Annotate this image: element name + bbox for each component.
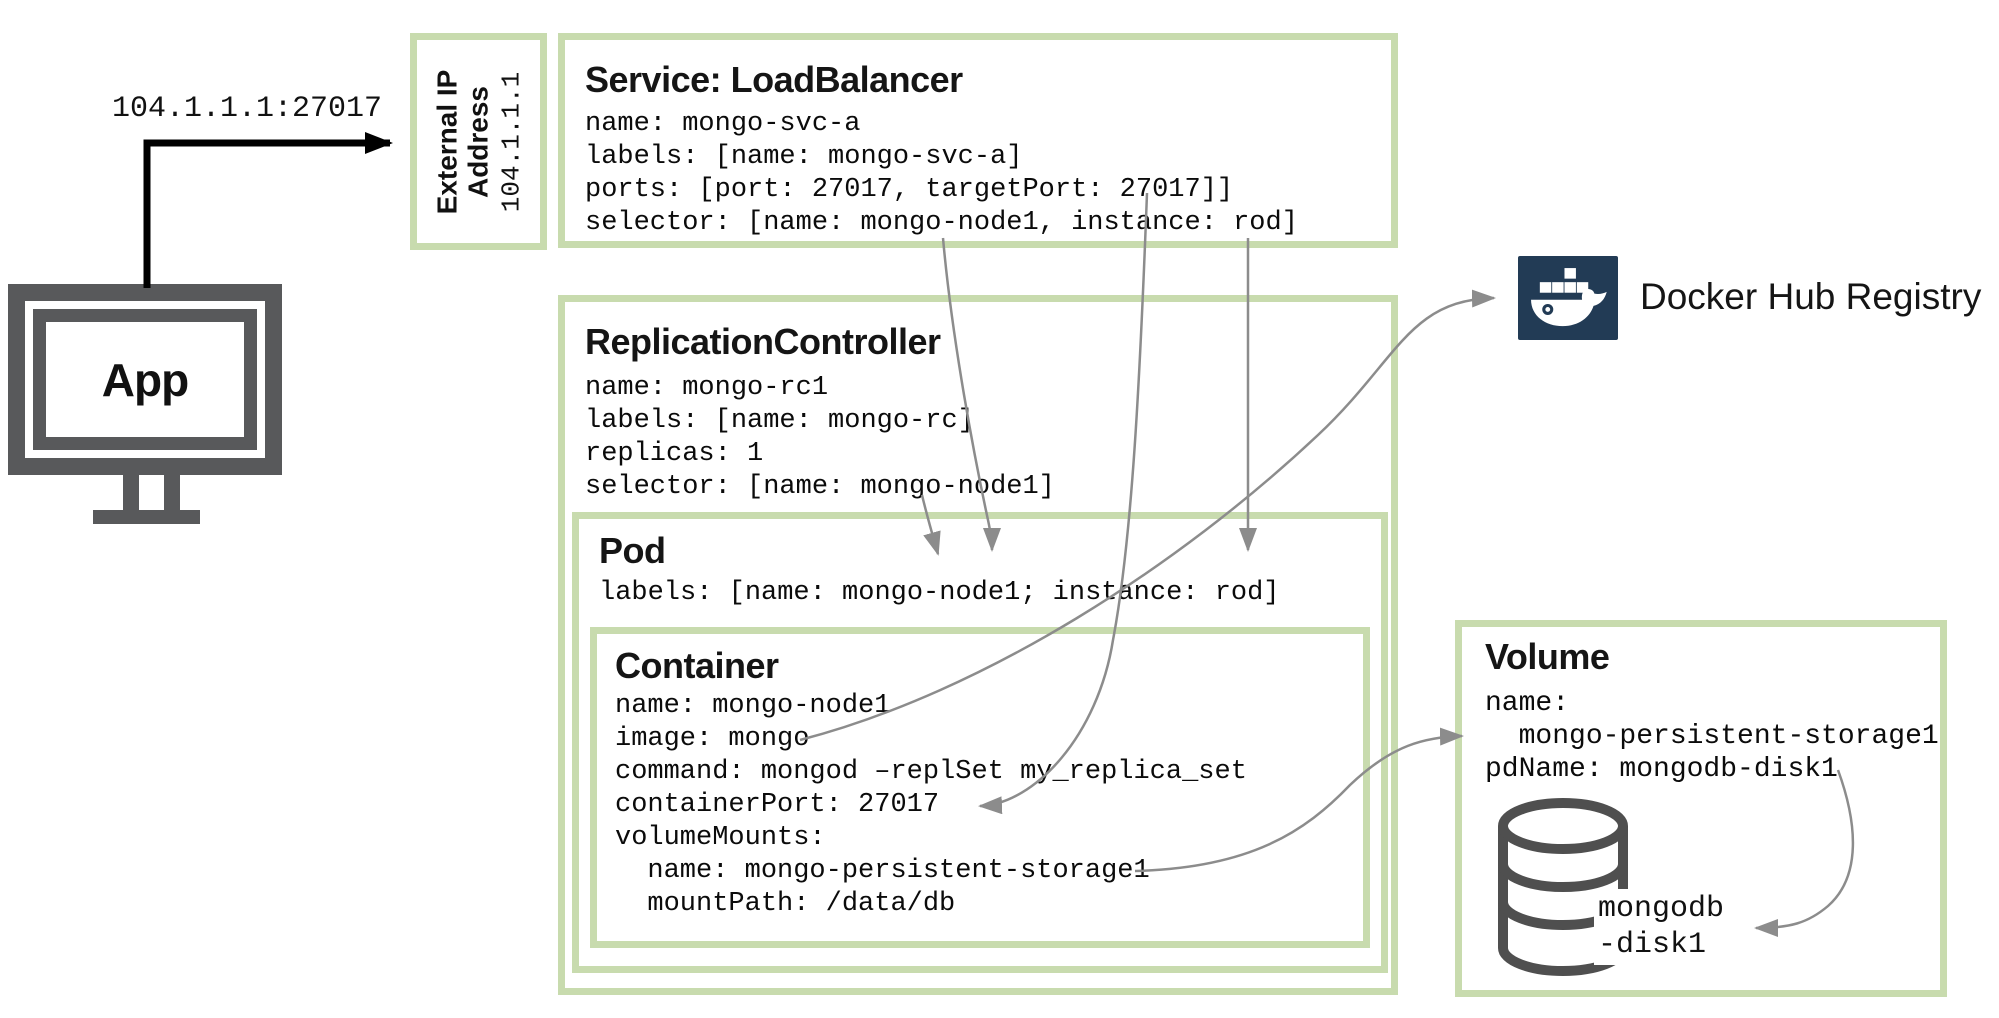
pod-title: Pod <box>599 530 666 571</box>
container-title: Container <box>615 645 779 686</box>
app-label: App <box>101 353 189 406</box>
rc-line-selector: selector: [name: mongo-node1] <box>585 471 1055 502</box>
external-ip-box: External IP Address 104.1.1.1 <box>410 33 547 250</box>
service-line-name: name: mongo-svc-a <box>585 108 861 139</box>
container-line-command: command: mongod –replSet my_replica_set <box>615 756 1247 787</box>
rc-title: ReplicationController <box>585 321 941 362</box>
connector-app-to-external-ip <box>143 132 393 288</box>
container-line-volume-name: name: mongo-persistent-storage1 <box>615 855 1150 886</box>
external-ip-port-label: 104.1.1.1:27017 <box>112 92 383 126</box>
volume-line-storage: mongo-persistent-storage1 <box>1485 720 1939 752</box>
database-cylinder-icon <box>1498 798 1628 976</box>
container-line-image: image: mongo <box>615 723 810 754</box>
container-line-mountpath: mountPath: /data/db <box>615 888 956 919</box>
monitor-stand-base <box>93 510 200 524</box>
disk-label-line1: mongodb <box>1598 892 1725 926</box>
external-ip-value: 104.1.1.1 <box>496 71 526 212</box>
volume-line-name: name: <box>1485 687 1570 719</box>
rc-line-name: name: mongo-rc1 <box>585 372 829 403</box>
service-line-ports: ports: [port: 27017, targetPort: 27017]] <box>585 174 1234 205</box>
container-line-port: containerPort: 27017 <box>615 789 940 820</box>
external-ip-title-line2: Address <box>462 85 493 198</box>
external-ip-rotated-text: External IP Address 104.1.1.1 <box>417 40 540 243</box>
app-monitor-icon: App <box>8 284 282 475</box>
service-line-selector: selector: [name: mongo-node1, instance: … <box>585 207 1298 238</box>
external-ip-title-line1: External IP <box>431 69 462 214</box>
pod-line-labels: labels: [name: mongo-node1; instance: ro… <box>599 577 1280 608</box>
app-monitor-screen: App <box>33 309 257 450</box>
docker-whale-icon <box>1518 256 1618 340</box>
container-line-name: name: mongo-node1 <box>615 690 891 721</box>
service-loadbalancer-box: Service: LoadBalancer name: mongo-svc-a … <box>558 33 1398 248</box>
docker-hub-registry-label: Docker Hub Registry <box>1640 276 1982 317</box>
container-line-volumemounts: volumeMounts: <box>615 822 826 853</box>
rc-line-labels: labels: [name: mongo-rc] <box>585 405 974 436</box>
volume-line-pdname: pdName: mongodb-disk1 <box>1485 753 1838 785</box>
monitor-stand-neck <box>123 475 180 512</box>
rc-line-replicas: replicas: 1 <box>585 438 764 469</box>
service-line-labels: labels: [name: mongo-svc-a] <box>585 141 1023 172</box>
container-box: Container name: mongo-node1 image: mongo… <box>590 627 1370 948</box>
disk-name-label: mongodb-disk1 <box>1594 889 1735 965</box>
disk-label-line2: -disk1 <box>1598 928 1707 962</box>
volume-title: Volume <box>1485 636 1610 677</box>
service-title: Service: LoadBalancer <box>585 59 963 100</box>
